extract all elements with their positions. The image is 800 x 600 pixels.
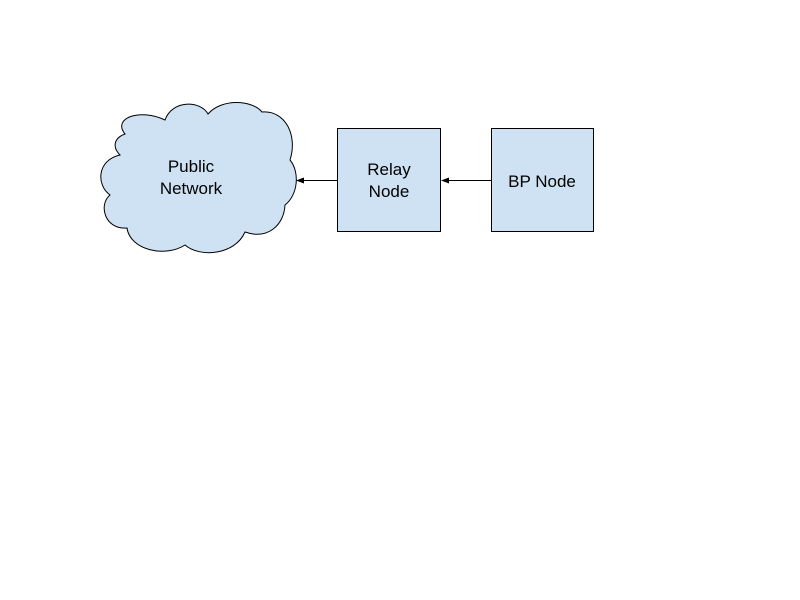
relay-node-label-line2: Node <box>369 182 410 201</box>
relay-node-box <box>337 128 441 232</box>
bp-node-label: BP Node <box>508 172 576 191</box>
relay-node-label-line1: Relay <box>367 160 411 179</box>
public-network-label-line2: Network <box>160 179 223 198</box>
public-network-label-line1: Public <box>168 157 215 176</box>
cloud-shape <box>100 102 297 254</box>
public-network-node[interactable]: Public Network <box>100 102 297 254</box>
bp-node[interactable]: BP Node <box>491 128 594 232</box>
bp-node-box <box>491 128 594 232</box>
relay-node[interactable]: Relay Node <box>337 128 441 232</box>
